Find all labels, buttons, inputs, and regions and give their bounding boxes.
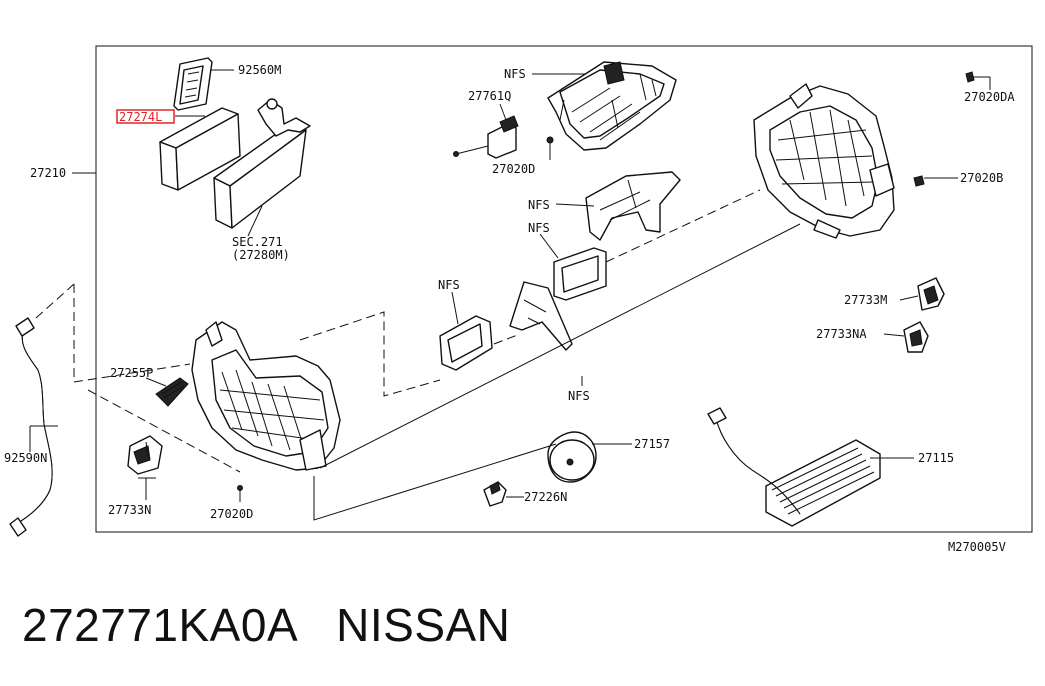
- motor-27733M: [917, 277, 945, 311]
- lower-case-assembly: [191, 321, 341, 471]
- blower-wheel-27157: [547, 431, 597, 483]
- motor-27733NA: [903, 321, 929, 353]
- label-sec271: SEC.271: [232, 235, 283, 249]
- heater-case: [753, 83, 895, 239]
- screw-27020DA: [965, 71, 975, 83]
- duct-nfs-middle-1: [585, 171, 681, 241]
- label-nfs-mid1: NFS: [528, 198, 550, 212]
- label-27733N: 27733N: [108, 503, 151, 517]
- label-92590N: 92590N: [4, 451, 47, 465]
- brand-name: NISSAN: [336, 599, 511, 651]
- label-nfs-left: NFS: [438, 278, 460, 292]
- grille-92560M: [173, 57, 213, 111]
- label-27115: 27115: [918, 451, 954, 465]
- evaporator-sec271: [213, 98, 311, 229]
- label-nfs-bottom: NFS: [568, 389, 590, 403]
- diagram-code: M270005V: [948, 540, 1006, 554]
- label-27733NA: 27733NA: [816, 327, 867, 341]
- label-27020DA: 27020DA: [964, 90, 1015, 104]
- label-nfs-top: NFS: [504, 67, 526, 81]
- caption: 272771KA0A NISSAN: [22, 598, 510, 652]
- duct-nfs-middle-2: [553, 247, 607, 301]
- screw-27020D-top: [546, 136, 554, 160]
- screw-27020D-bottom: [237, 485, 243, 502]
- label-27020D-top: 27020D: [492, 162, 535, 176]
- diagram-frame: [95, 45, 1033, 533]
- part-number: 272771KA0A: [22, 599, 299, 651]
- vent-27255P: [155, 377, 189, 407]
- label-27157: 27157: [634, 437, 670, 451]
- label-27210: 27210: [30, 166, 66, 180]
- actuator-27733N: [127, 435, 163, 475]
- label-27761Q: 27761Q: [468, 89, 511, 103]
- label-27255P: 27255P: [110, 366, 153, 380]
- label-27020D-bottom: 27020D: [210, 507, 253, 521]
- screw-27020B: [913, 175, 925, 187]
- label-27733M: 27733M: [844, 293, 887, 307]
- label-27020B: 27020B: [960, 171, 1003, 185]
- label-27226N: 27226N: [524, 490, 567, 504]
- upper-duct-assembly: [547, 61, 677, 151]
- actuator-27761Q: [453, 115, 519, 159]
- label-27274L: 27274L: [119, 110, 162, 124]
- drain-hose-92590N: [9, 317, 53, 537]
- bracket-center: [509, 281, 573, 351]
- label-nfs-mid2: NFS: [528, 221, 550, 235]
- resistor-27226N: [483, 481, 507, 507]
- highlight-box: [116, 109, 175, 124]
- leader-lines: [35, 189, 801, 521]
- label-92560M: 92560M: [238, 63, 281, 77]
- duct-nfs-left: [439, 315, 493, 371]
- label-27280M: (27280M): [232, 248, 290, 262]
- air-filter-27274L: [159, 107, 241, 191]
- heater-core-27115: [707, 407, 881, 527]
